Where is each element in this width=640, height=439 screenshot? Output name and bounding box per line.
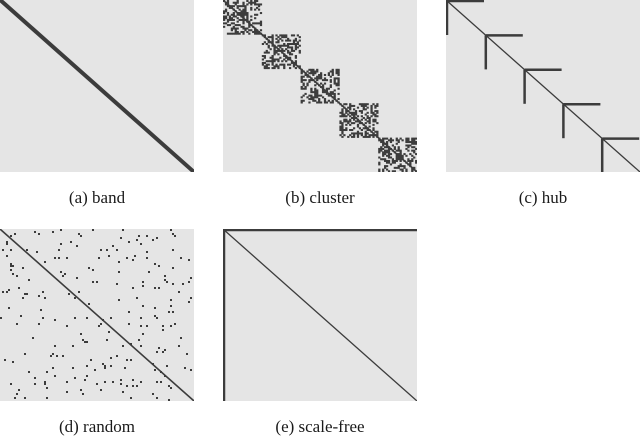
panel-band <box>0 0 194 172</box>
caption-cluster: (b) cluster <box>285 188 355 207</box>
caption-band: (a) band <box>68 188 126 207</box>
random-pattern <box>0 229 194 401</box>
band-pattern <box>0 0 194 172</box>
panel-cluster <box>223 0 417 172</box>
hub-pattern <box>446 0 640 172</box>
panel-hub <box>446 0 640 172</box>
panel-random <box>0 229 194 401</box>
scale-free-pattern <box>223 229 417 401</box>
caption-scale-free: (e) scale-free <box>275 417 365 436</box>
caption-random: (d) random <box>58 417 135 436</box>
cluster-pattern <box>223 0 417 172</box>
panel-scale-free <box>223 229 417 401</box>
caption-hub: (c) hub <box>518 188 568 207</box>
